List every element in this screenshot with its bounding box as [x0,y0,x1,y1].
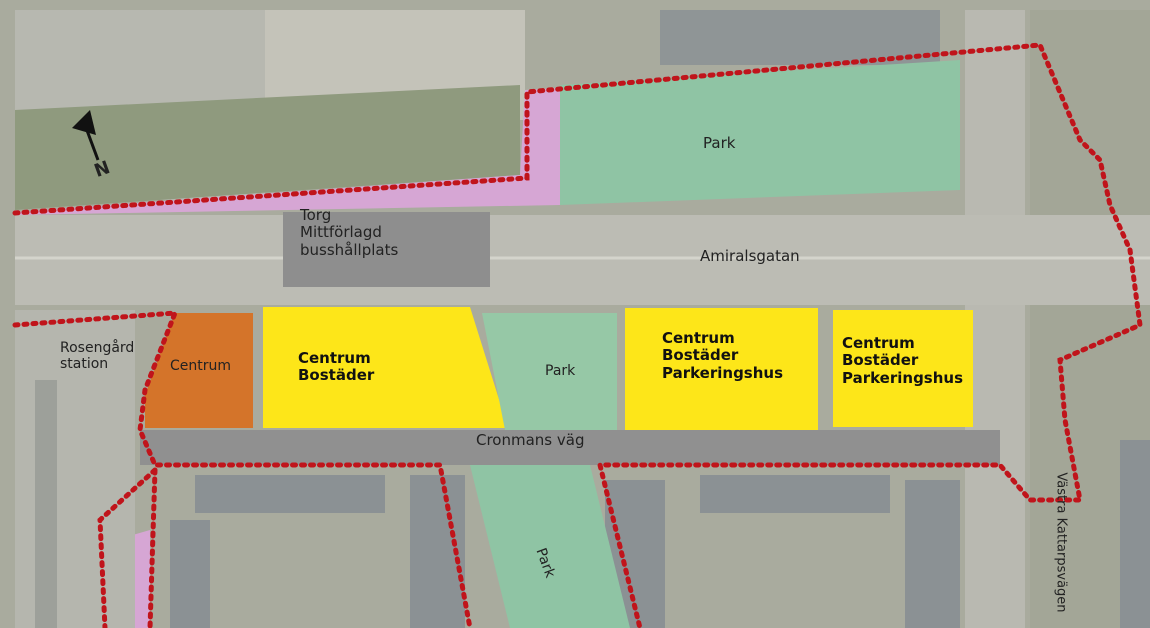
centrum-bostader-label: Centrum Bostäder [298,349,375,385]
vertical-road-right [965,10,1025,628]
building-bottom-7 [1120,440,1150,628]
building-bottom-6 [905,480,960,628]
centrum-zone-orange [145,313,253,428]
yellow-zone-3 [833,310,973,427]
vegetation-strip [15,85,520,210]
park-mid-area [482,313,617,430]
building-bottom-4 [700,475,890,513]
park-top-label: Park [703,134,736,152]
centrum-bostader-parkeringshus-1-label: Centrum Bostäder Parkeringshus [662,329,784,382]
north-arrow-icon [72,110,100,161]
yellow-zone-2 [625,308,818,431]
rosengard-station-label: Rosengård station [60,340,135,373]
torg-label: Torg Mittförlagd busshållplats [300,206,399,259]
park-bottom-area [470,465,630,628]
rail-platform [35,380,57,628]
plan-boundary [12,42,1143,628]
top-building [660,10,940,65]
torg-square [283,212,490,287]
cronmans-vag-road [140,430,1000,465]
building-bottom-1 [195,475,385,513]
amiralsgatan-label: Amiralsgatan [700,247,800,265]
cronmans-vag-label: Cronmans väg [476,431,585,449]
centrum-bostader-parkeringshus-2-label: Centrum Bostäder Parkeringshus [842,334,964,387]
park-top-area [560,60,960,205]
amiralsgatan-road [15,215,1150,305]
vastra-kattarpsvagen-label: Västra Kattarpsvägen [1053,472,1069,613]
yellow-zone-1 [263,307,508,428]
building-bottom-2 [170,520,210,628]
pink-path-top [15,88,560,215]
centrum-orange-label: Centrum [170,358,232,374]
park-mid-label: Park [545,363,576,379]
